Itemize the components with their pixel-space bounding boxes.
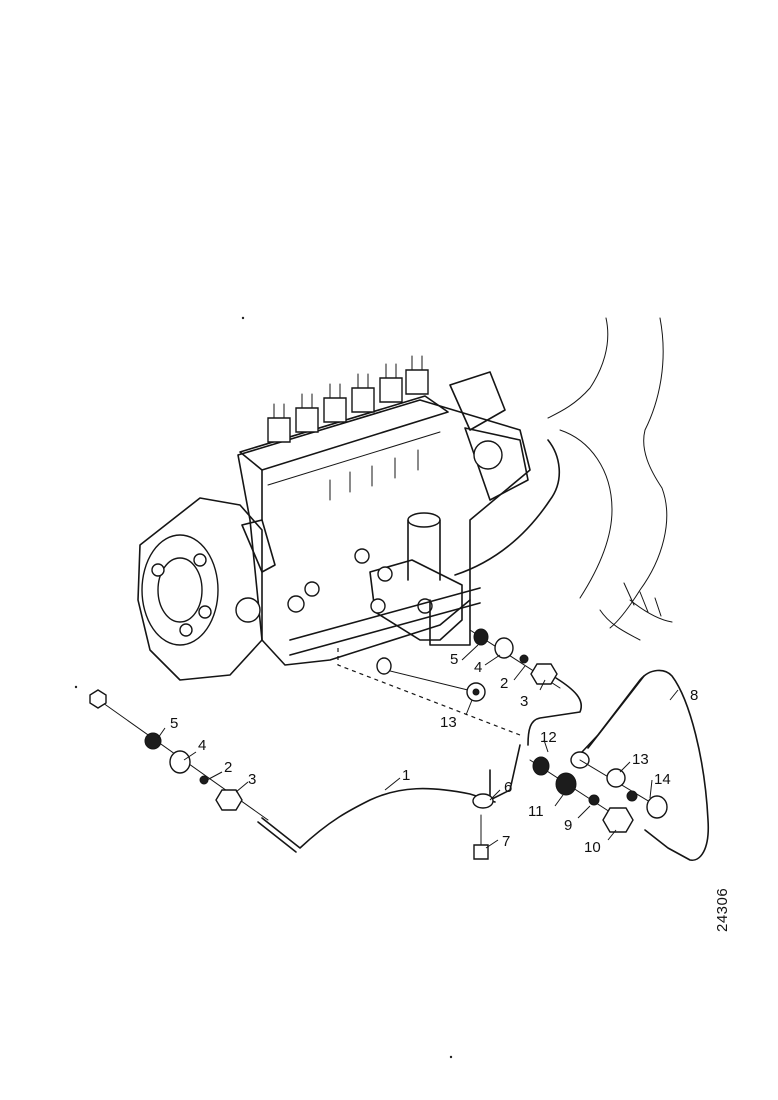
callout-4-upper: 4 [474, 659, 482, 676]
upper-fitting-stack [469, 628, 582, 746]
callout-1: 1 [402, 767, 410, 784]
callout-2-upper: 2 [500, 675, 508, 692]
callout-3-lower: 3 [248, 771, 256, 788]
callout-13-left: 13 [440, 714, 457, 731]
callout-5-lower: 5 [170, 715, 178, 732]
injection-pump [137, 355, 561, 681]
washer-13-middle [376, 657, 486, 702]
fuel-pipe-1 [261, 787, 496, 849]
callout-7: 7 [502, 833, 510, 850]
fuel-pipe-8 [581, 669, 710, 861]
speck [449, 1055, 453, 1059]
callout-12: 12 [540, 729, 557, 746]
callout-11: 11 [528, 803, 544, 820]
callout-13-right: 13 [632, 751, 649, 768]
right-fitting-group [529, 751, 668, 833]
banjo-bolt-6-7 [472, 744, 521, 860]
callout-8: 8 [690, 687, 698, 704]
callout-9: 9 [564, 817, 572, 834]
left-fitting-stack [89, 689, 269, 821]
engine-block-outline [547, 317, 673, 641]
document-number: 24306 [714, 888, 731, 932]
mounting-line [337, 648, 521, 736]
callout-4-lower: 4 [198, 737, 206, 754]
callout-14: 14 [654, 771, 671, 788]
callout-10: 10 [584, 839, 601, 856]
delivery-valve-holders [267, 355, 429, 443]
callout-leaders [157, 644, 679, 849]
callout-6: 6 [504, 779, 512, 796]
speck [241, 316, 245, 320]
callout-labels: 5 4 2 3 13 5 4 2 3 1 6 7 8 12 11 9 10 13… [170, 651, 698, 856]
callout-3-upper: 3 [520, 693, 528, 710]
speck [74, 685, 78, 689]
callout-5-upper: 5 [450, 651, 458, 668]
callout-2-lower: 2 [224, 759, 232, 776]
